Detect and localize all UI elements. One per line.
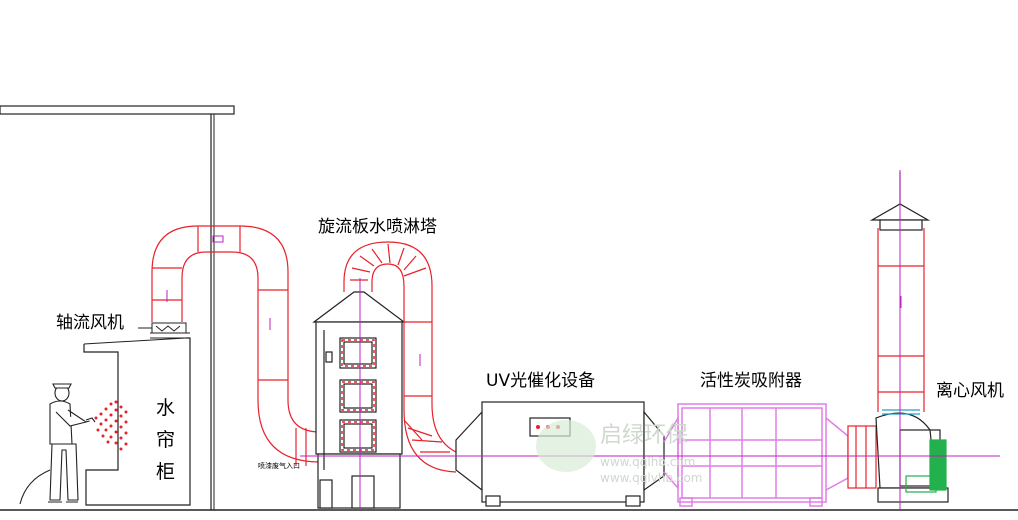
watermark-url-2: www.qqlvhb.com — [600, 471, 703, 485]
spray-mist — [94, 400, 128, 451]
watermark-url-1: www.qqlhb.com — [600, 455, 695, 469]
label-inlet-note: 喷漆废气入口 — [258, 461, 300, 470]
duct-2 — [343, 241, 457, 473]
label-water-curtain-3: 柜 — [156, 461, 175, 483]
spray-tower — [312, 291, 406, 509]
axial-fan — [138, 322, 187, 334]
carbon-adsorber — [663, 403, 849, 507]
label-axial-fan: 轴流风机 — [56, 313, 124, 333]
centrifugal-fan — [847, 412, 949, 503]
spray-worker — [19, 383, 96, 505]
label-carbon-adsorber: 活性炭吸附器 — [700, 371, 802, 391]
label-uv-device: UV光催化设备 — [486, 371, 595, 391]
watermark: 启绿环保 www.qqlhb.com www.qqlvhb.com — [536, 420, 703, 485]
building — [0, 105, 235, 510]
tower-dashes — [341, 339, 375, 451]
label-water-curtain-1: 水 — [156, 397, 175, 419]
flow-markers — [166, 235, 902, 366]
duct-1 — [151, 225, 321, 466]
label-cyclone-tower: 旋流板水喷淋塔 — [318, 217, 437, 237]
exhaust-stack — [877, 228, 925, 415]
leaf-logo-icon — [536, 420, 596, 472]
label-water-curtain-2: 帘 — [156, 429, 175, 451]
watermark-brand: 启绿环保 — [600, 423, 688, 448]
label-centrifugal-fan: 离心风机 — [936, 381, 1004, 401]
